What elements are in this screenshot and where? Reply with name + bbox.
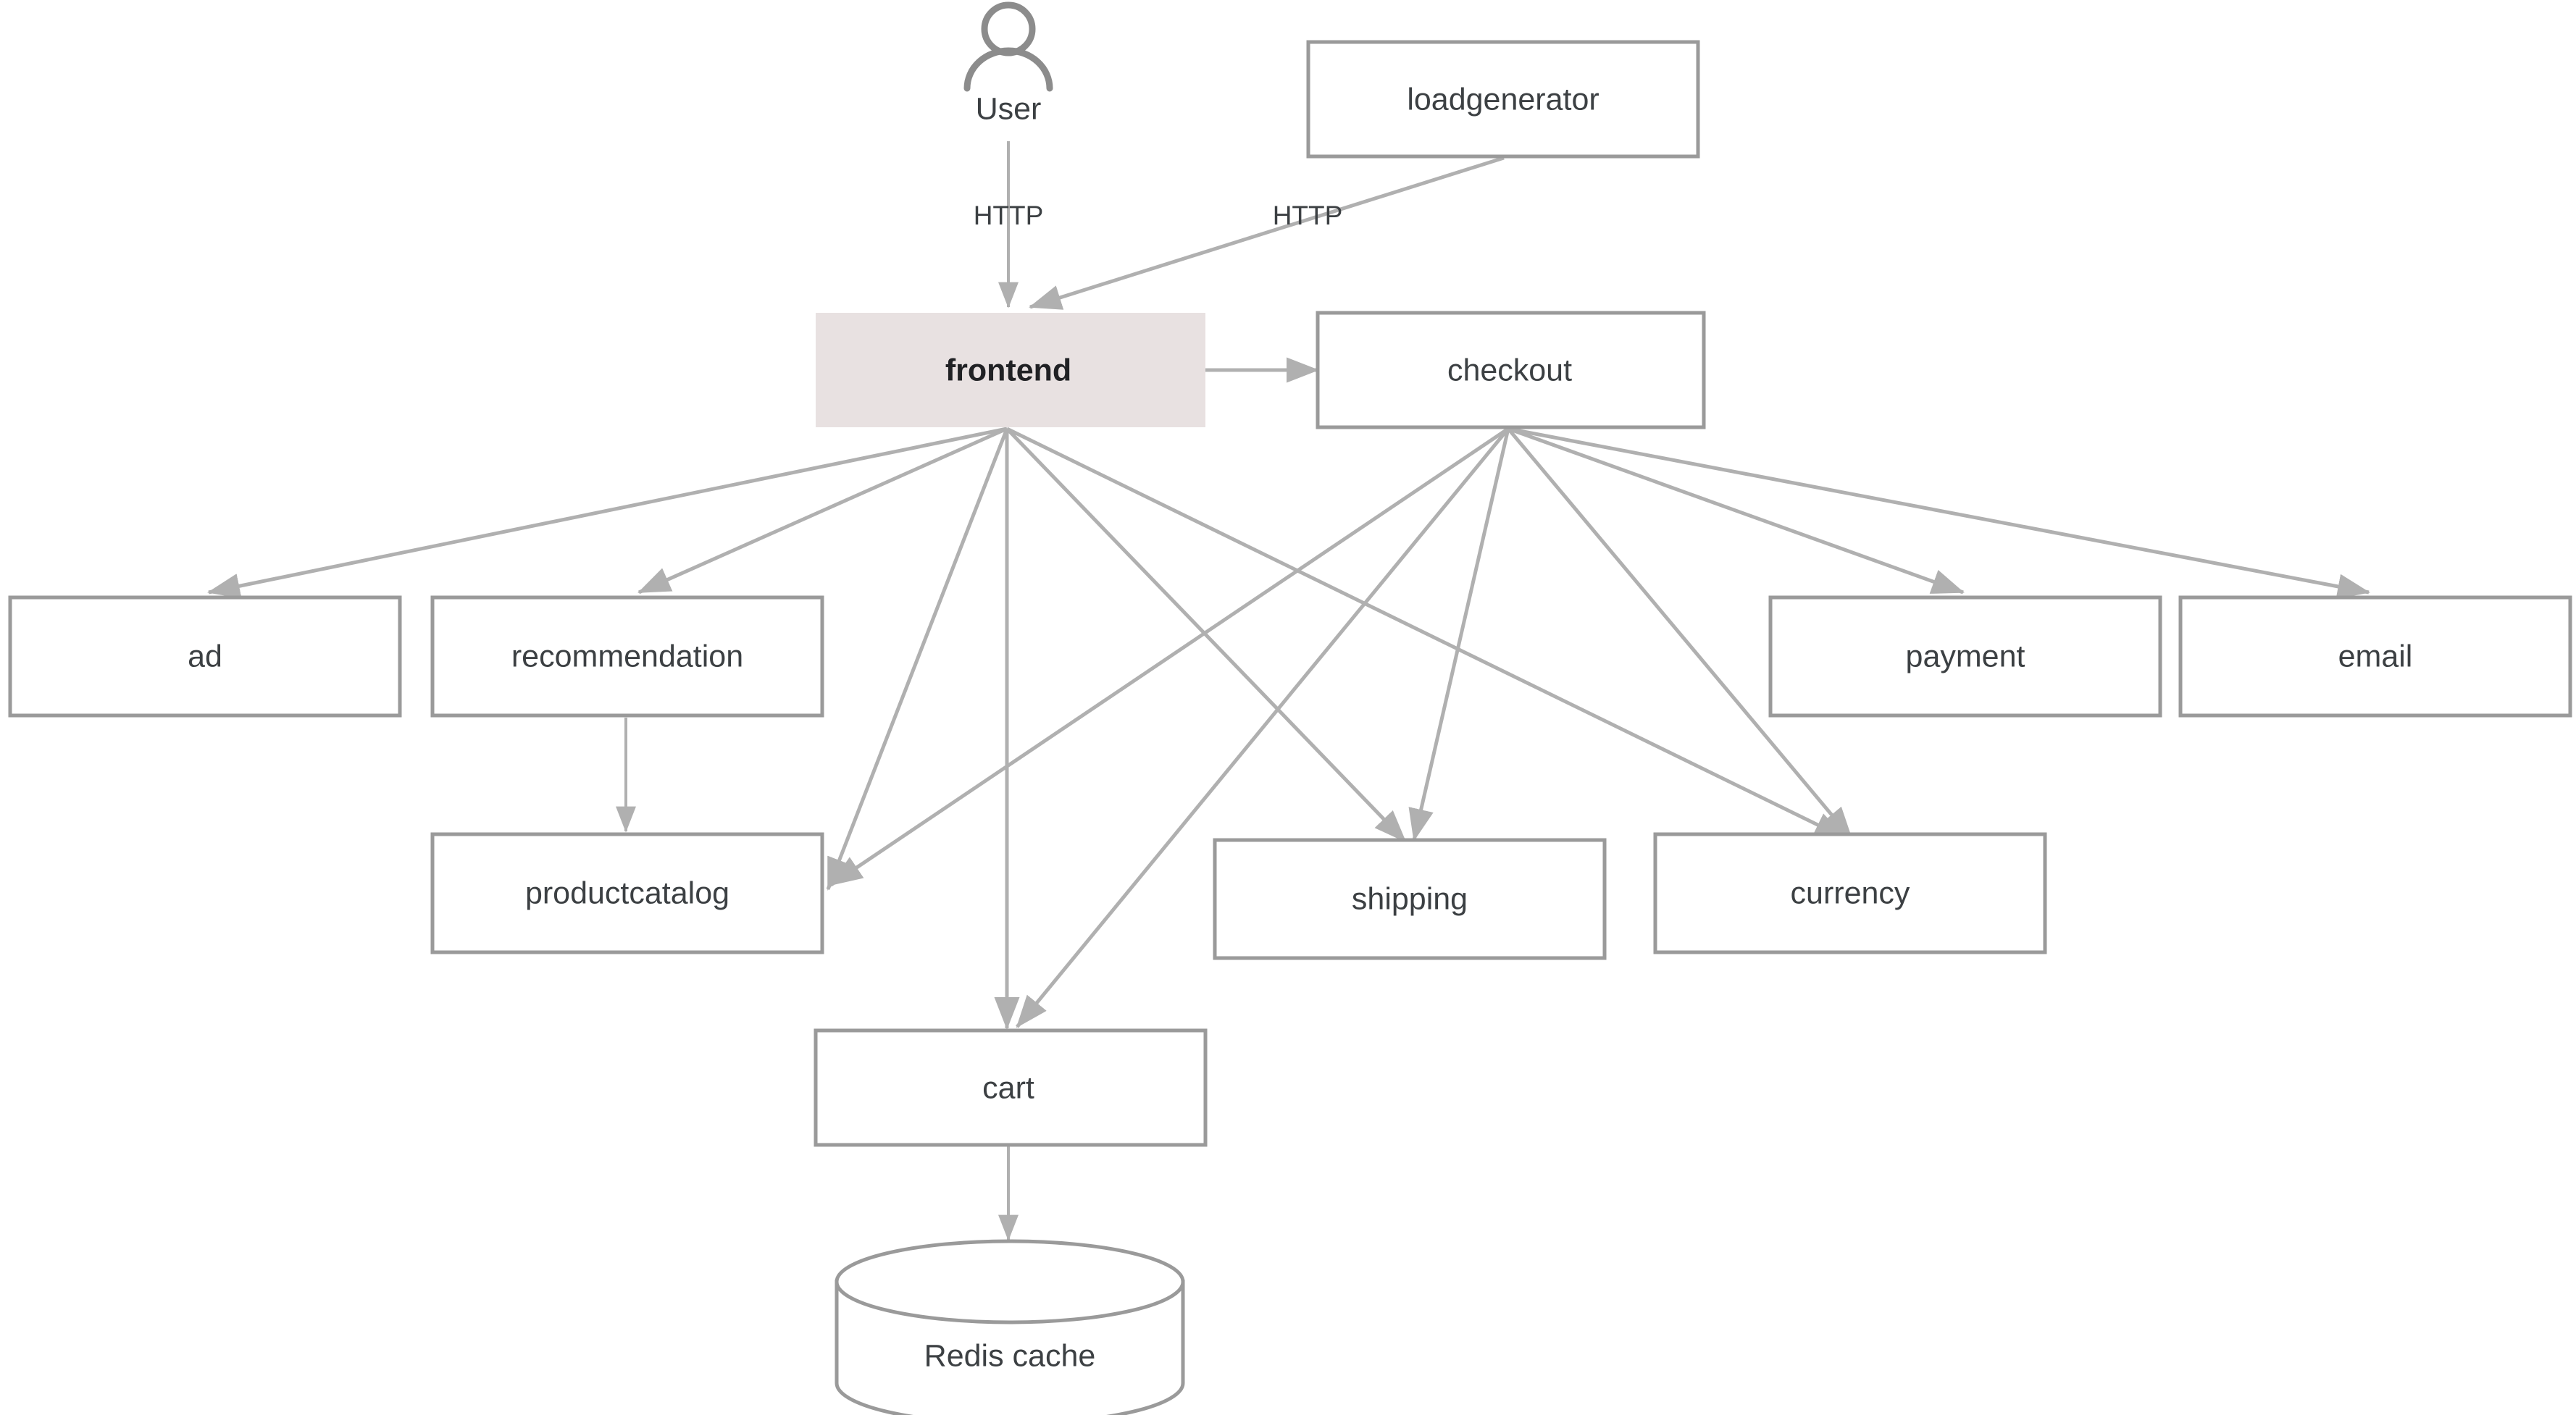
node-currency[interactable]: currency <box>1653 832 2047 954</box>
edge-frontend-shipping <box>1005 427 1407 843</box>
edges-layer <box>207 141 2370 1241</box>
node-shipping-label: shipping <box>1352 881 1468 916</box>
node-cart-box[interactable] <box>814 1028 1208 1147</box>
node-shipping[interactable]: shipping <box>1213 838 1607 960</box>
node-loadgenerator-box[interactable] <box>1306 40 1700 159</box>
edge-frontend-currency <box>1005 427 1847 841</box>
node-cart-label: cart <box>982 1070 1034 1105</box>
edge-frontend-productcatalog <box>826 428 1009 891</box>
node-payment-box[interactable] <box>1768 595 2162 718</box>
node-shipping-box[interactable] <box>1213 838 1607 960</box>
node-productcatalog-box[interactable] <box>430 832 824 954</box>
node-recommendation-box[interactable] <box>430 595 824 718</box>
edge-checkout-productcatalog <box>829 427 1510 887</box>
node-rediscache[interactable]: Redis cache <box>835 1239 1185 1415</box>
edge-label-user-http: HTTP <box>974 201 1044 230</box>
node-currency-box[interactable] <box>1653 832 2047 954</box>
edge-loadgenerator-frontend <box>1029 156 1505 310</box>
edge-checkout-cart <box>1016 427 1510 1028</box>
node-ad-label: ad <box>188 639 222 673</box>
node-frontend-label: frontend <box>945 353 1071 387</box>
node-recommendation[interactable]: recommendation <box>430 595 824 718</box>
node-frontend-box[interactable] <box>816 313 1205 427</box>
node-ad[interactable]: ad <box>8 595 402 718</box>
edge-frontend-ad <box>207 427 1008 599</box>
edge-checkout-shipping <box>1408 428 1510 841</box>
node-loadgenerator-label: loadgenerator <box>1407 82 1599 117</box>
person-icon <box>963 1 1053 92</box>
node-rediscache-label: Redis cache <box>924 1338 1096 1373</box>
node-checkout-label: checkout <box>1447 353 1572 387</box>
node-loadgenerator[interactable]: loadgenerator <box>1306 40 1700 159</box>
node-currency-label: currency <box>1791 876 1910 910</box>
node-payment[interactable]: payment <box>1768 595 2162 718</box>
node-rediscache-top <box>835 1239 1185 1324</box>
node-payment-label: payment <box>1906 639 2025 673</box>
node-ad-box[interactable] <box>8 595 402 718</box>
node-checkout[interactable]: checkout <box>1316 311 1706 429</box>
user-actor-label: User <box>976 91 1042 126</box>
edge-checkout-payment <box>1507 427 1965 595</box>
node-frontend[interactable]: frontend <box>816 313 1205 427</box>
node-email-label: email <box>2338 639 2413 673</box>
edge-label-loadgenerator-http: HTTP <box>1273 201 1343 230</box>
node-productcatalog-label: productcatalog <box>525 876 729 910</box>
node-checkout-box[interactable] <box>1316 311 1706 429</box>
node-recommendation-label: recommendation <box>511 639 743 673</box>
node-productcatalog[interactable]: productcatalog <box>430 832 824 954</box>
edge-checkout-currency <box>1507 427 1853 840</box>
edge-frontend-recommendation <box>637 427 1008 595</box>
node-cart[interactable]: cart <box>814 1028 1208 1147</box>
node-email-box[interactable] <box>2178 595 2572 718</box>
edge-checkout-email <box>1507 427 2370 600</box>
node-email[interactable]: email <box>2178 595 2572 718</box>
edge-labels-layer: HTTP HTTP <box>974 201 1343 230</box>
user-actor: User <box>963 1 1053 126</box>
